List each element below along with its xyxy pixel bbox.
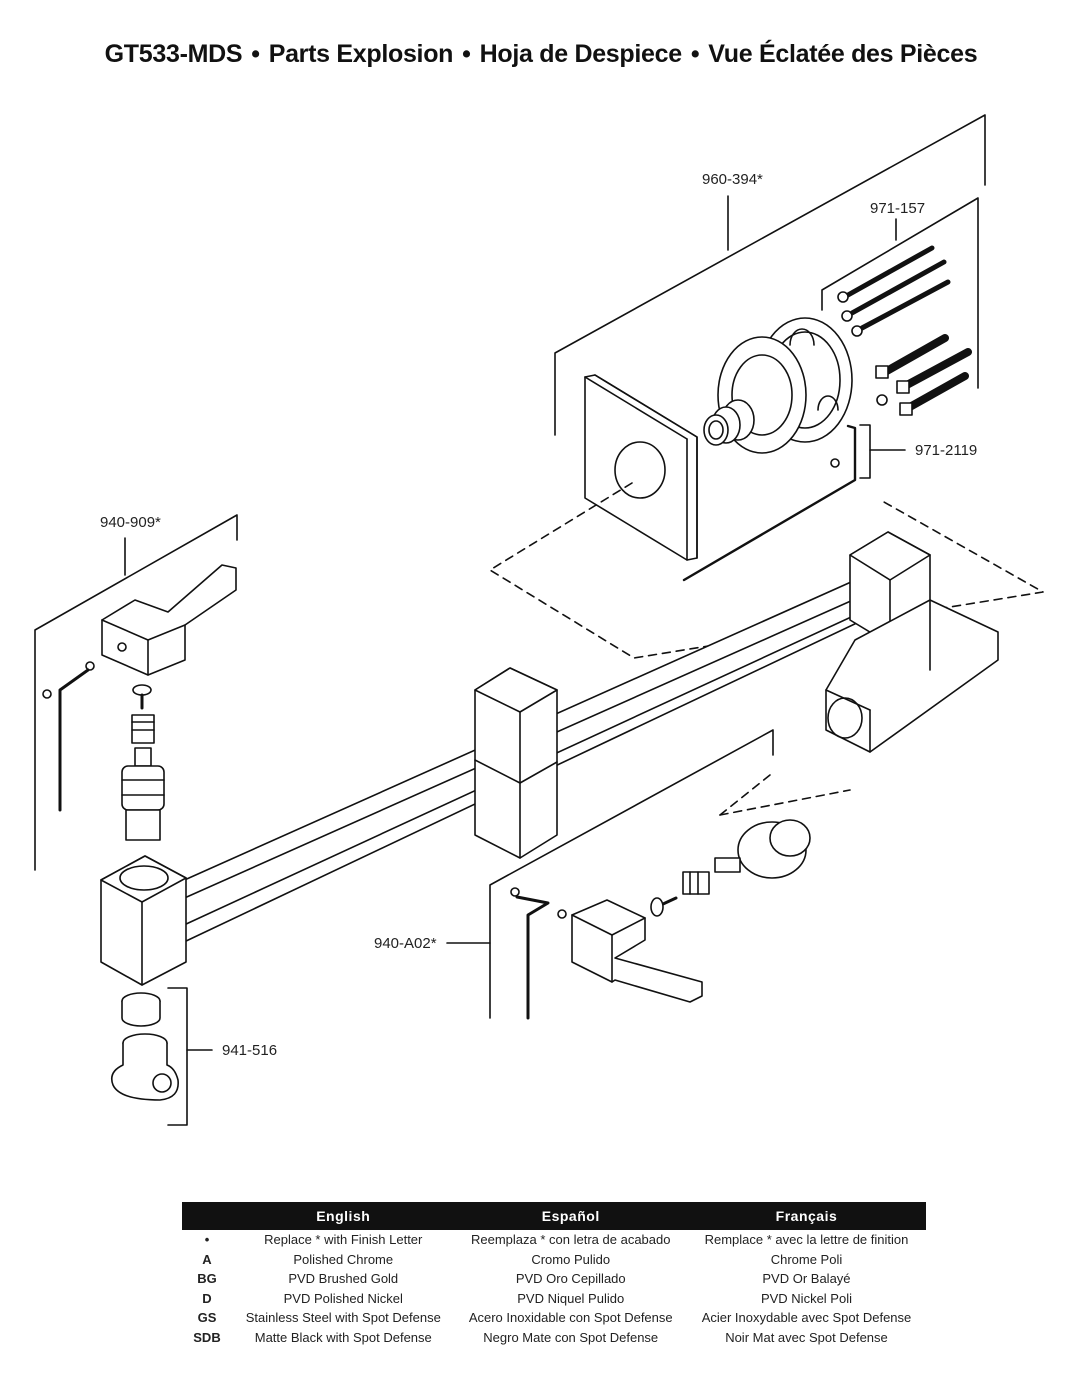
title-separator: • xyxy=(462,40,471,68)
title-english: Parts Explosion xyxy=(268,40,454,68)
finish-legend-table: English Español Français • Replace * wit… xyxy=(182,1202,926,1347)
legend-french: Noir Mat avec Spot Defense xyxy=(725,1329,888,1345)
legend-row: A Polished Chrome Cromo Pulido Chrome Po… xyxy=(182,1250,926,1270)
legend-code: SDB xyxy=(193,1329,221,1345)
legend-row: GS Stainless Steel with Spot Defense Ace… xyxy=(182,1308,926,1328)
legend-header-spanish: Español xyxy=(454,1202,687,1230)
legend-french: Acier Inoxydable avec Spot Defense xyxy=(701,1310,912,1326)
label-941-516: 941-516 xyxy=(222,1042,277,1059)
legend-english: PVD Brushed Gold xyxy=(288,1271,399,1287)
screws-group: 971-157 xyxy=(821,197,979,416)
bracket-941-516 xyxy=(167,987,188,1126)
title-french: Vue Éclatée des Pièces xyxy=(708,40,978,68)
legend-french: PVD Nickel Poli xyxy=(760,1290,852,1306)
legend-code: BG xyxy=(197,1271,217,1287)
title-separator: • xyxy=(690,40,700,68)
valve-body-assembly xyxy=(100,531,999,986)
legend-header-french: Français xyxy=(686,1202,926,1230)
label-971-157: 971-157 xyxy=(870,200,925,217)
legend-spanish: PVD Oro Cepillado xyxy=(515,1271,626,1287)
right-handle-group: 940-A02* xyxy=(374,729,811,1020)
legend-spanish: Reemplaza * con letra de acabado xyxy=(471,1232,671,1248)
bracket-940-909 xyxy=(34,514,238,871)
legend-english: Polished Chrome xyxy=(293,1251,394,1267)
bracket-971-157 xyxy=(821,197,979,389)
title-separator: • xyxy=(251,40,260,68)
legend-code: GS xyxy=(197,1310,217,1326)
legend-code: A xyxy=(202,1251,212,1267)
legend-french: PVD Or Balayé xyxy=(762,1271,851,1287)
long-screws xyxy=(837,245,951,337)
label-940-909: 940-909* xyxy=(100,514,161,531)
label-960-394: 960-394* xyxy=(702,171,763,188)
legend-row: D PVD Polished Nickel PVD Niquel Pulido … xyxy=(182,1289,926,1309)
legend-english: Replace * with Finish Letter xyxy=(264,1232,423,1248)
legend-french: Remplace * avec la lettre de finition xyxy=(704,1232,909,1248)
legend-english: PVD Polished Nickel xyxy=(283,1290,403,1306)
legend-header-code xyxy=(182,1202,232,1230)
legend-french: Chrome Poli xyxy=(770,1251,843,1267)
parts-explosion-diagram: 960-394* 971-157 xyxy=(34,114,1044,1126)
label-971-2119: 971-2119 xyxy=(915,442,977,459)
page-title: GT533-MDS•Parts Explosion•Hoja de Despie… xyxy=(0,40,1082,69)
valve-mounting-ring xyxy=(703,317,853,468)
bottom-parts-group: 941-516 xyxy=(110,987,277,1126)
legend-row: BG PVD Brushed Gold PVD Oro Cepillado PV… xyxy=(182,1269,926,1289)
bracket-940-A02 xyxy=(489,729,774,1019)
legend-spanish: Acero Inoxidable con Spot Defense xyxy=(468,1310,673,1326)
legend-header-row: English Español Français xyxy=(182,1202,926,1230)
label-940-A02: 940-A02* xyxy=(374,935,437,952)
legend-header-english: English xyxy=(232,1202,455,1230)
legend-code: • xyxy=(204,1232,210,1248)
bracket-971-2119 xyxy=(859,424,871,479)
escutcheon-plate xyxy=(584,374,698,561)
legend-row: • Replace * with Finish Letter Reemplaza… xyxy=(182,1230,926,1250)
legend-spanish: PVD Niquel Pulido xyxy=(517,1290,625,1306)
left-handle-group: 940-909* xyxy=(34,514,238,871)
legend-row: SDB Matte Black with Spot Defense Negro … xyxy=(182,1328,926,1348)
legend-english: Matte Black with Spot Defense xyxy=(254,1329,432,1345)
legend-spanish: Negro Mate con Spot Defense xyxy=(483,1329,659,1345)
legend-code: D xyxy=(202,1290,212,1306)
legend-spanish: Cromo Pulido xyxy=(531,1251,611,1267)
title-model: GT533-MDS xyxy=(104,40,243,68)
bracket-960-394 xyxy=(554,114,986,436)
trim-plate-group: 960-394* xyxy=(554,114,986,582)
legend-english: Stainless Steel with Spot Defense xyxy=(245,1310,441,1326)
wall-anchors xyxy=(875,334,972,416)
title-spanish: Hoja de Despiece xyxy=(479,40,683,68)
alignment-dashes xyxy=(489,482,1044,816)
hex-key-971-2119 xyxy=(682,424,857,582)
